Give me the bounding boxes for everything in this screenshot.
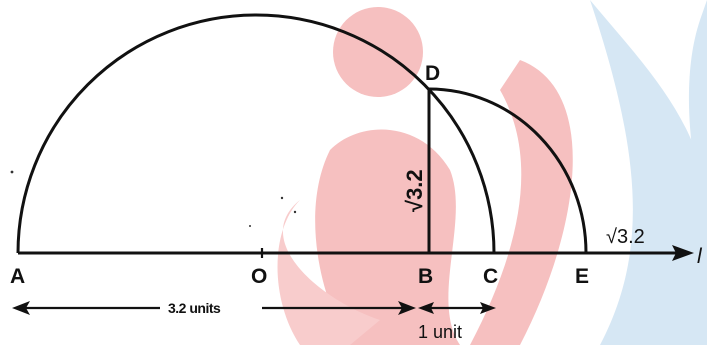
watermark-red-swirl-2 <box>470 60 573 345</box>
line-label-l: l <box>697 245 703 268</box>
scan-dot <box>280 196 284 200</box>
watermark-blue-shape-2 <box>688 0 707 230</box>
label-bd-length: √3.2 <box>402 169 427 212</box>
point-label-b: B <box>418 265 433 288</box>
point-label-o: O <box>251 265 267 288</box>
watermark-red-circle <box>333 7 423 97</box>
measure-ab-arrow-left <box>12 301 30 315</box>
scan-dot <box>10 170 14 174</box>
watermark-blue-shape <box>590 0 707 345</box>
point-label-e: E <box>575 265 589 288</box>
measure-bc-arrow-left <box>418 302 434 314</box>
scan-dot <box>249 225 251 227</box>
measure-ab-label: 3.2 units <box>168 300 221 316</box>
point-label-c: C <box>483 265 498 288</box>
scan-dot <box>293 210 297 214</box>
watermark-red-swirl <box>315 129 460 345</box>
watermark-logo <box>277 0 707 345</box>
label-be-length: √3.2 <box>606 226 645 248</box>
point-label-d: D <box>425 62 440 85</box>
measure-bc-label: 1 unit <box>418 322 462 342</box>
number-line-arrowhead <box>672 245 694 261</box>
semicircle-ac <box>16 13 496 254</box>
point-label-a: A <box>10 265 25 288</box>
measure-ab-arrow-right <box>398 301 416 315</box>
arc-de <box>428 87 588 254</box>
measure-bc-arrow-right <box>480 302 496 314</box>
